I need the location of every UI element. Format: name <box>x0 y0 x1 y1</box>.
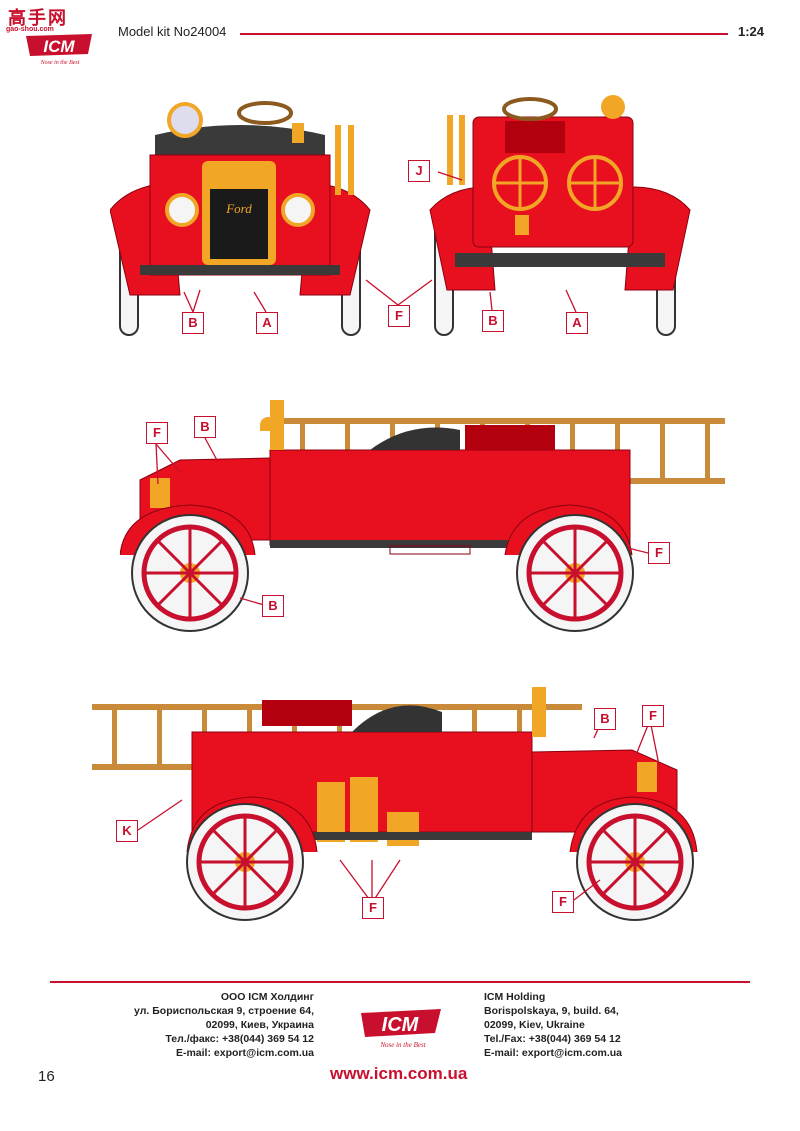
callout-side2-k: K <box>116 820 138 842</box>
footer-address-en-line: ICM Holding <box>484 991 546 1003</box>
footer-address-ru-line: ул. Бориспольская 9, строение 64, <box>134 1005 314 1017</box>
page-number: 16 <box>38 1068 55 1085</box>
callout-side1-b-bottom: B <box>262 595 284 617</box>
callout-rear-b: B <box>482 310 504 332</box>
header-rule <box>240 33 728 35</box>
callout-side1-f-right: F <box>648 542 670 564</box>
front-view-illustration: Ford <box>110 101 371 336</box>
footer-address-ru: ООО ICM Холдинг ул. Бориспольская 9, стр… <box>134 990 314 1060</box>
footer-address-ru-line: 02099, Киев, Украина <box>205 1019 314 1031</box>
side-view-right-illustration <box>120 400 725 632</box>
footer-address-en-line: 02099, Kiev, Ukraine <box>484 1019 585 1031</box>
header-icm-logo: ICM Nose in the Best <box>26 34 92 66</box>
header-logo-text: ICM <box>43 37 75 56</box>
callout-side1-f-top: F <box>146 422 168 444</box>
header-scale: 1:24 <box>737 24 764 39</box>
callout-rear-a: A <box>566 312 588 334</box>
callout-side2-f-right: F <box>552 891 574 913</box>
footer-url-link[interactable]: www.icm.com.ua <box>330 1064 468 1083</box>
header-title: Model kit No24004 <box>118 24 227 39</box>
header-logo-slogan: Nose in the Best <box>40 60 80 66</box>
side-view-left-illustration <box>92 687 698 921</box>
footer-address-en-line: Tel./Fax: +38(044) 369 54 12 <box>484 1033 621 1045</box>
callout-front-f: F <box>388 305 410 327</box>
callout-side2-f-bottom: F <box>362 897 384 919</box>
footer-rule <box>50 981 750 983</box>
footer-address-ru-line: Тел./факс: +38(044) 369 54 12 <box>165 1033 314 1045</box>
watermark-url: gao-shou.com <box>6 26 54 33</box>
rear-view-illustration <box>429 95 691 336</box>
footer-icm-logo: ICM Nose in the Best <box>361 1009 441 1049</box>
callout-side1-b-top: B <box>194 416 216 438</box>
footer-address-en: ICM Holding Borispolskaya, 9, build. 64,… <box>484 990 622 1060</box>
callout-side2-b-top: B <box>594 708 616 730</box>
footer-address-en-line: Borispolskaya, 9, build. 64, <box>484 1005 619 1017</box>
callout-rear-j: J <box>408 160 430 182</box>
callout-side2-f-top: F <box>642 705 664 727</box>
watermark-chars: 高手网 <box>8 8 68 28</box>
callout-front-b: B <box>182 312 204 334</box>
footer-logo-text: ICM <box>382 1014 420 1036</box>
footer-address-ru-line: ООО ICM Холдинг <box>220 991 314 1003</box>
footer-address-ru-line: E-mail: export@icm.com.ua <box>175 1047 314 1059</box>
footer-address-en-line: E-mail: export@icm.com.ua <box>484 1047 623 1059</box>
front-ford-badge: Ford <box>225 201 252 216</box>
footer-logo-slogan: Nose in the Best <box>379 1041 426 1049</box>
callout-front-a: A <box>256 312 278 334</box>
